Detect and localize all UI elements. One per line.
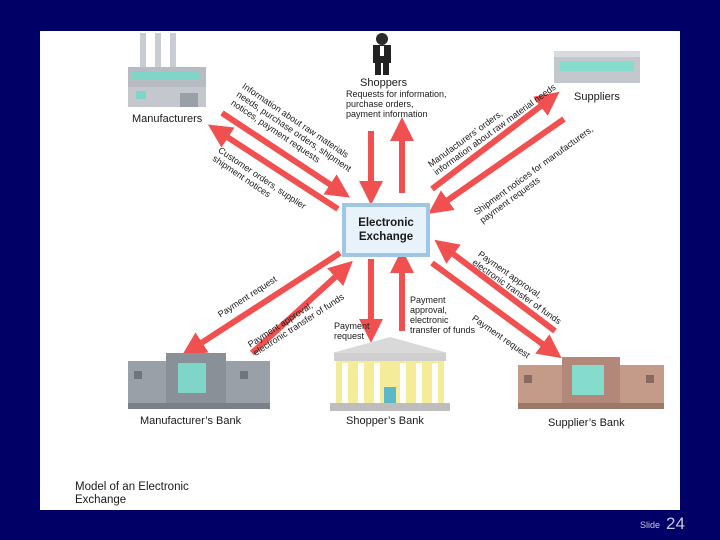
arrow-exchange-to-suppliers xyxy=(430,91,560,192)
arrow-suppliers-to-exchange xyxy=(428,116,566,214)
electronic-exchange-box: Electronic Exchange xyxy=(342,203,430,257)
exchange-label: Electronic Exchange xyxy=(358,217,414,243)
slide-label: Slide xyxy=(640,520,661,530)
suppliers-bank-label: Supplier’s Bank xyxy=(548,417,625,429)
arrow-exchange-to-mfr-bank xyxy=(181,250,342,356)
brick-bank-icon xyxy=(518,357,664,409)
figure-caption: Model of an Electronic Exchange xyxy=(75,481,189,506)
diagram-panel: Manufacturers Shoppers Suppliers Electro… xyxy=(40,31,680,510)
arrow-mfr-to-exchange xyxy=(220,110,351,198)
arrow-mfr-bank-to-exchange xyxy=(249,260,353,356)
person-icon xyxy=(373,33,391,75)
diagram-graphics xyxy=(128,33,664,411)
factory-icon xyxy=(128,33,206,107)
flow-arrows xyxy=(181,91,566,359)
bank-building-icon xyxy=(128,353,270,409)
slide-number: 24 xyxy=(666,514,685,533)
sb-payment-approval-label: Payment approval, electronic transfer of… xyxy=(410,295,476,335)
classic-bank-icon xyxy=(330,337,450,411)
shoppers-requests-label: Requests for information, purchase order… xyxy=(346,89,447,119)
shoppers-label: Shoppers xyxy=(360,77,408,89)
sb-payment-request-label: Payment request xyxy=(334,321,370,341)
arrow-exchange-to-suppliers-bank xyxy=(430,260,562,359)
warehouse-icon xyxy=(554,51,640,83)
manufacturers-bank-label: Manufacturer’s Bank xyxy=(140,415,242,427)
arrow-exchange-to-mfr xyxy=(207,124,340,212)
arrow-suppliers-bank-to-exchange xyxy=(434,239,557,334)
manufacturers-label: Manufacturers xyxy=(132,113,203,125)
suppliers-label: Suppliers xyxy=(574,91,620,103)
shoppers-bank-label: Shopper’s Bank xyxy=(346,415,424,427)
